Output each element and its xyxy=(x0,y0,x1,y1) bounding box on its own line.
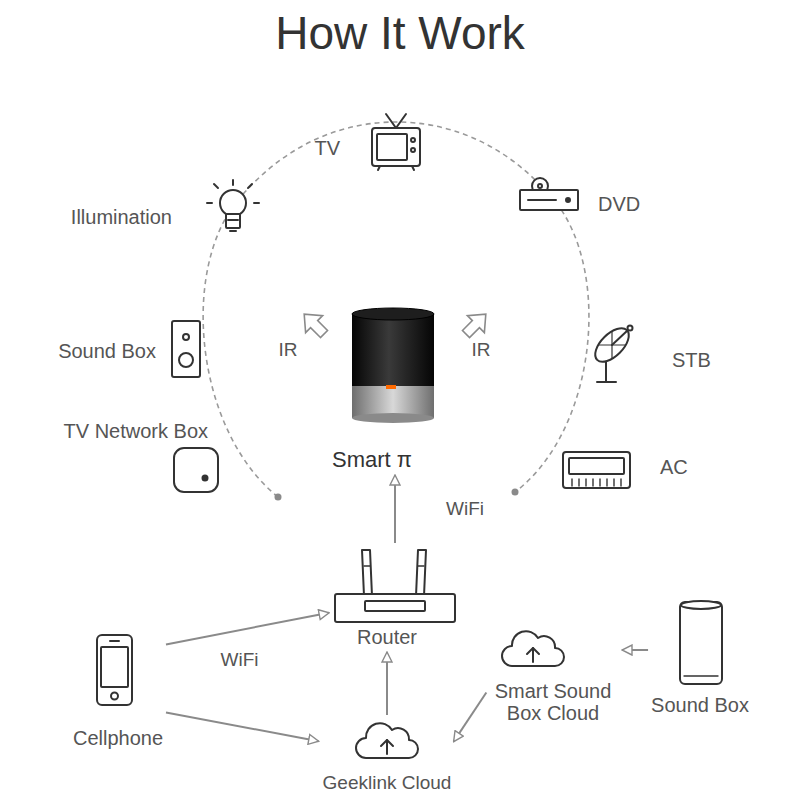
dashed-arc xyxy=(203,122,589,497)
ir-arrow xyxy=(296,306,333,343)
device-label: Cellphone xyxy=(73,727,163,749)
signal-label: IR xyxy=(472,339,491,361)
device-node: Cellphone xyxy=(73,633,163,749)
device-node: Smart Sound Box Cloud xyxy=(488,622,618,724)
device-label: Router xyxy=(357,626,417,648)
device-label: STB xyxy=(672,349,711,371)
arc-dot xyxy=(275,494,282,501)
phone-icon xyxy=(97,635,132,705)
tv-icon xyxy=(372,114,420,170)
device-label: Geeklink Cloud xyxy=(323,772,452,794)
device-node: Geeklink Cloud xyxy=(323,718,452,794)
smart-pi-device xyxy=(352,308,434,423)
signal-arrow xyxy=(166,613,329,645)
device-node: TV Network Box xyxy=(64,420,220,494)
device-node: TV xyxy=(314,110,422,170)
device-node: Smart π xyxy=(332,308,436,471)
device-node: STB xyxy=(586,322,711,384)
device-node: AC xyxy=(561,450,688,490)
device-label: Smart Sound Box Cloud xyxy=(488,680,618,724)
device-label: Smart π xyxy=(332,449,412,471)
edge-label: WiFi xyxy=(444,498,486,520)
router-icon xyxy=(335,550,455,622)
device-label: Sound Box xyxy=(651,694,749,716)
signal-arrow xyxy=(386,652,388,715)
signal-arrow xyxy=(394,475,396,543)
arc-dot xyxy=(512,489,519,496)
device-label: DVD xyxy=(598,193,640,215)
device-node: Illumination xyxy=(71,180,262,238)
device-label: TV Network Box xyxy=(64,420,208,442)
signal-arrow xyxy=(166,713,319,742)
device-label: AC xyxy=(660,456,688,478)
device-label: Sound Box xyxy=(58,340,156,362)
edge-label: WiFi xyxy=(219,649,261,671)
dish-icon xyxy=(589,322,634,382)
device-node: Sound Box xyxy=(651,598,749,716)
device-label: TV xyxy=(314,137,340,159)
signal-arrow xyxy=(622,649,648,651)
device-node: Sound Box xyxy=(58,319,202,379)
bulb-icon xyxy=(207,180,259,231)
diagram-title: How It Work xyxy=(0,6,800,60)
dvd-icon xyxy=(520,178,578,210)
ir-arrow xyxy=(458,306,495,343)
device-node: DVD xyxy=(519,176,640,215)
device-label: Illumination xyxy=(71,206,172,228)
signal-arrow xyxy=(454,692,487,741)
speaker-icon xyxy=(172,321,200,377)
signal-label: IR xyxy=(279,339,298,361)
cloud-icon xyxy=(356,723,418,758)
cloud-icon xyxy=(502,631,564,666)
smart-speaker-icon xyxy=(680,601,722,684)
ac-icon xyxy=(563,452,630,488)
device-node: Router xyxy=(333,546,457,648)
network-box-icon xyxy=(174,448,218,492)
